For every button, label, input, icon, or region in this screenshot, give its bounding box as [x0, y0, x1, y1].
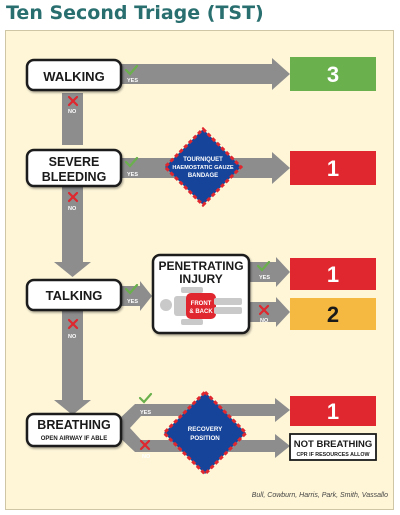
severe-label-line2: BLEEDING [42, 170, 107, 184]
breathing-sublabel: OPEN AIRWAY IF ABLE [41, 436, 107, 442]
recovery-line2: POSITION [190, 435, 220, 442]
breathing-yes-label: YES [140, 410, 151, 416]
tourniquet-line1: TOURNIQUET [183, 157, 223, 163]
recovery-line1: RECOVERY [188, 426, 223, 433]
breathing-fork-arrow [118, 398, 290, 458]
penetrating-no-arrow [248, 297, 290, 327]
cross-icon [258, 304, 270, 316]
outcome-severe [290, 151, 376, 185]
penetrating-no-label: NO [260, 318, 269, 324]
outcome-breathing-yes-value: 1 [327, 399, 339, 424]
trunk-arrow-3 [62, 310, 83, 370]
penetrating-yes-arrow [248, 257, 290, 287]
talking-no-label: NO [68, 334, 77, 340]
outcome-walking [290, 57, 376, 91]
cross-icon [139, 439, 151, 451]
walking-box [25, 58, 123, 92]
outcome-penetrating-yes [290, 258, 376, 290]
walking-no-label: NO [68, 109, 77, 115]
walking-yes-arrow [112, 58, 290, 90]
breathing-box [25, 412, 123, 448]
outcome-penetrating-no [290, 298, 376, 330]
breathing-no-label: NO [142, 454, 151, 460]
outcome-penetrating-no-value: 2 [327, 302, 339, 327]
check-icon [138, 392, 153, 404]
recovery-diamond [161, 389, 249, 477]
page-title: Ten Second Triage (TST) [6, 2, 264, 24]
penetrating-yes-label: YES [259, 275, 270, 281]
cross-icon [67, 95, 79, 107]
tourniquet-diamond [162, 126, 244, 208]
cross-icon [67, 191, 79, 203]
talking-box [25, 278, 123, 312]
body-torso-icon [160, 287, 242, 325]
outcome-breathing-yes [290, 396, 376, 426]
walking-label: WALKING [43, 69, 104, 84]
severe-no-label: NO [68, 206, 77, 212]
penetrating-line2: INJURY [179, 272, 223, 286]
front-back-line1: FRONT [191, 301, 212, 307]
check-icon [124, 64, 139, 76]
cross-icon [67, 318, 79, 330]
talking-label: TALKING [46, 288, 103, 303]
tourniquet-line3: BANDAGE [188, 173, 218, 179]
severe-yes-label: YES [127, 172, 138, 178]
front-back-line2: & BACK [189, 309, 213, 315]
not-breathing-box [289, 433, 377, 461]
breathing-label: BREATHING [37, 418, 110, 432]
credit-text: Bull, Cowburn, Harris, Park, Smith, Vass… [251, 492, 388, 499]
not-breathing-line1: NOT BREATHING [294, 439, 372, 450]
trunk-bend-to-breathing [54, 370, 91, 415]
outcome-walking-value: 3 [327, 62, 339, 87]
trunk-arrow-2 [54, 185, 91, 277]
penetrating-line1: PENETRATING [158, 259, 243, 273]
tourniquet-line2: HAEMOSTATIC GAUZE [172, 165, 234, 171]
check-icon [256, 260, 271, 272]
trunk-arrow-1 [62, 93, 83, 145]
talking-yes-label: YES [127, 299, 138, 305]
severe-bleeding-box [25, 148, 123, 188]
outcome-penetrating-yes-value: 1 [327, 262, 339, 287]
walking-yes-label: YES [127, 78, 138, 84]
severe-label-line1: SEVERE [49, 155, 100, 169]
not-breathing-line2: CPR IF RESOURCES ALLOW [296, 452, 369, 458]
check-icon [124, 156, 139, 168]
check-icon [124, 283, 139, 295]
outcome-severe-value: 1 [327, 156, 339, 181]
